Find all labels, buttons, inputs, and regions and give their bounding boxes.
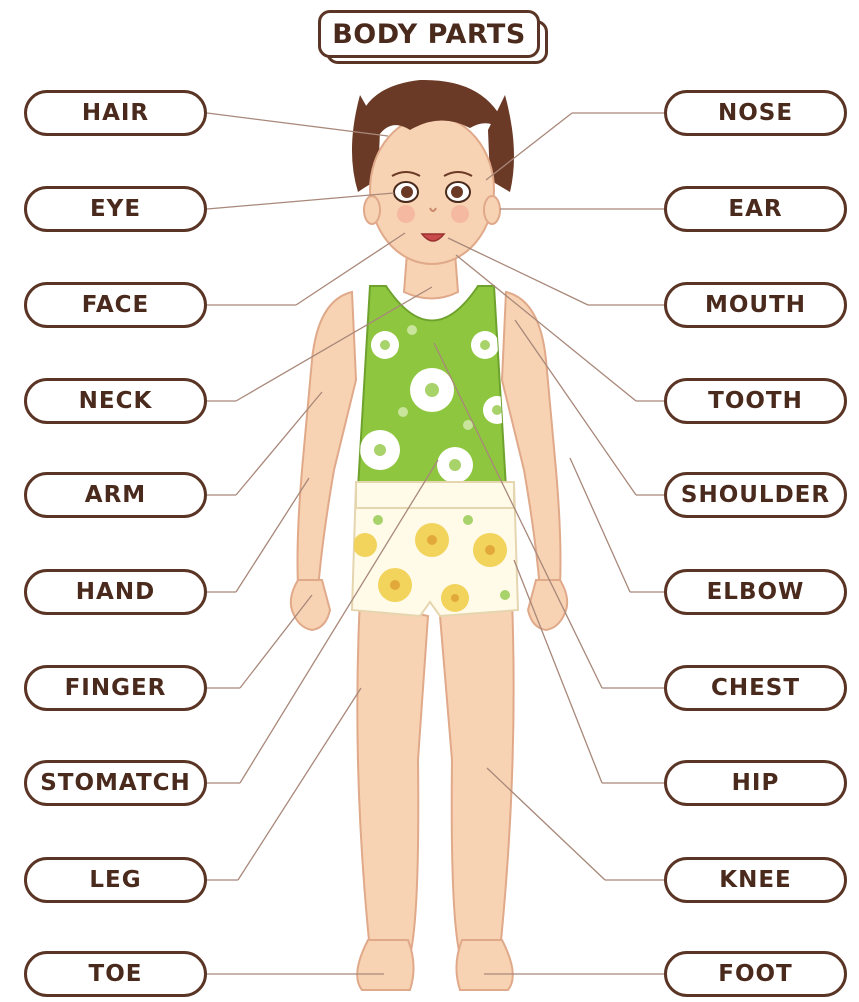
legs: [357, 600, 513, 990]
label-eye: EYE: [24, 186, 207, 232]
label-hair: HAIR: [24, 90, 207, 136]
label-ear: EAR: [664, 186, 847, 232]
label-text: NECK: [79, 388, 153, 414]
label-text: TOE: [89, 961, 143, 987]
label-text: ELBOW: [707, 579, 805, 605]
label-hip: HIP: [664, 760, 847, 806]
label-text: ARM: [85, 482, 146, 508]
label-text: KNEE: [719, 867, 792, 893]
label-toe: TOE: [24, 951, 207, 997]
label-arm: ARM: [24, 472, 207, 518]
label-text: STOMATCH: [40, 770, 191, 796]
label-text: HAND: [76, 579, 155, 605]
label-text: EAR: [728, 196, 782, 222]
label-finger: FINGER: [24, 665, 207, 711]
label-text: FINGER: [65, 675, 167, 701]
label-foot: FOOT: [664, 951, 847, 997]
page-title: BODY PARTS: [332, 19, 526, 50]
label-text: LEG: [89, 867, 141, 893]
label-neck: NECK: [24, 378, 207, 424]
label-text: EYE: [90, 196, 141, 222]
label-text: HAIR: [82, 100, 149, 126]
label-text: FACE: [82, 292, 149, 318]
label-tooth: TOOTH: [664, 378, 847, 424]
label-stomatch: STOMATCH: [24, 760, 207, 806]
label-shoulder: SHOULDER: [664, 472, 847, 518]
label-text: SHOULDER: [681, 482, 830, 508]
title-box: BODY PARTS: [318, 10, 540, 58]
shorts: [352, 482, 518, 616]
label-hand: HAND: [24, 569, 207, 615]
title-banner: BODY PARTS: [318, 10, 554, 68]
label-chest: CHEST: [664, 665, 847, 711]
label-elbow: ELBOW: [664, 569, 847, 615]
label-nose: NOSE: [664, 90, 847, 136]
label-text: NOSE: [718, 100, 793, 126]
head: [352, 80, 514, 264]
label-mouth: MOUTH: [664, 282, 847, 328]
label-leg: LEG: [24, 857, 207, 903]
label-text: FOOT: [718, 961, 793, 987]
label-text: TOOTH: [708, 388, 803, 414]
label-face: FACE: [24, 282, 207, 328]
label-knee: KNEE: [664, 857, 847, 903]
label-text: MOUTH: [705, 292, 806, 318]
label-text: CHEST: [711, 675, 800, 701]
label-text: HIP: [732, 770, 780, 796]
